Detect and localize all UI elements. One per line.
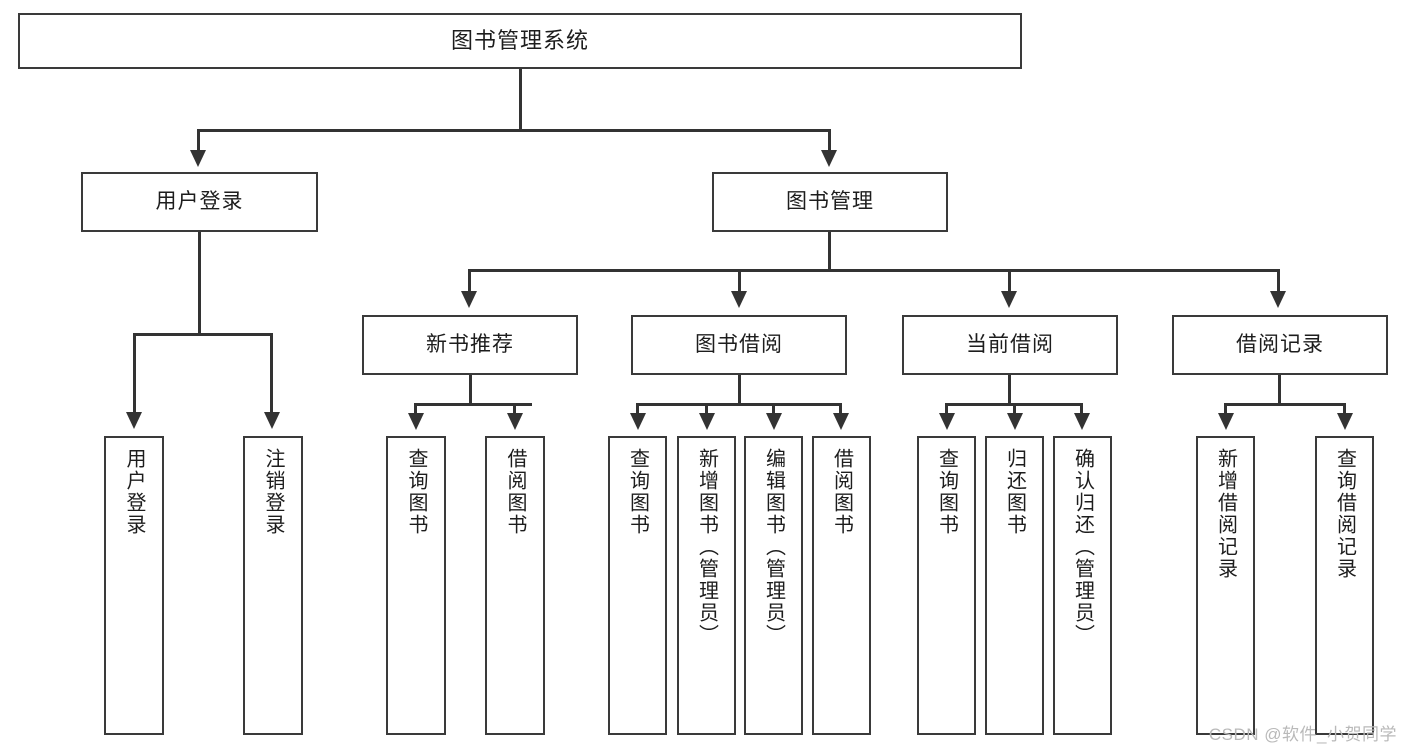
node-new-book-rec[interactable]: 新书推荐 xyxy=(362,315,578,375)
node-current-borrow[interactable]: 当前借阅 xyxy=(902,315,1118,375)
connector-borrow-record-bar xyxy=(1224,403,1343,406)
node-borrow-record[interactable]: 借阅记录 xyxy=(1172,315,1388,375)
arrowhead-borrow-record xyxy=(1270,291,1286,308)
node-borrow-edit-book[interactable]: 编辑图书（管理员） xyxy=(744,436,803,735)
node-label: 查询图书 xyxy=(935,448,958,536)
connector-user-login-stem xyxy=(198,232,201,336)
connector-borrow-record-child-2 xyxy=(1343,403,1346,415)
arrowhead-rec-query-book xyxy=(408,413,424,430)
node-user-login[interactable]: 用户登录 xyxy=(81,172,318,232)
node-book-borrow[interactable]: 图书借阅 xyxy=(631,315,847,375)
arrowhead-rec-borrow-book xyxy=(507,413,523,430)
connector-new-book-rec-child-2 xyxy=(513,403,516,415)
arrowhead-borrow-lend-book xyxy=(833,413,849,430)
connector-root-bar xyxy=(197,129,831,132)
arrowhead-borrow-add-book xyxy=(699,413,715,430)
connector-book-manage-bar xyxy=(468,269,1280,272)
node-label: 查询图书 xyxy=(405,448,427,536)
connector-user-login-child-1 xyxy=(133,333,136,414)
node-cur-query-book[interactable]: 查询图书 xyxy=(917,436,976,735)
node-borrow-lend-book[interactable]: 借阅图书 xyxy=(812,436,871,735)
connector-book-manage-stem xyxy=(828,232,831,272)
node-label: 借阅记录 xyxy=(1236,333,1324,357)
node-label: 确认归还（管理员） xyxy=(1071,448,1094,646)
connector-user-login-child-2 xyxy=(270,333,273,414)
node-label: 归还图书 xyxy=(1003,448,1026,536)
connector-book-manage-child-1 xyxy=(468,269,471,293)
node-rec-query-record[interactable]: 查询借阅记录 xyxy=(1315,436,1374,735)
arrowhead-cur-confirm-ret xyxy=(1074,413,1090,430)
connector-book-manage-child-4 xyxy=(1277,269,1280,293)
node-rec-query-book[interactable]: 查询图书 xyxy=(386,436,446,735)
connector-new-book-rec-stem xyxy=(469,375,472,406)
node-cur-return-book[interactable]: 归还图书 xyxy=(985,436,1044,735)
node-label: 当前借阅 xyxy=(966,333,1054,357)
arrowhead-borrow-query-book xyxy=(630,413,646,430)
connector-borrow-record-child-1 xyxy=(1224,403,1227,415)
node-rec-borrow-book[interactable]: 借阅图书 xyxy=(485,436,545,735)
connector-book-manage-child-2 xyxy=(738,269,741,293)
node-label: 用户登录 xyxy=(123,448,145,536)
node-label: 图书借阅 xyxy=(695,333,783,357)
connector-book-borrow-child-3 xyxy=(772,403,775,415)
connector-current-borrow-child-1 xyxy=(945,403,948,415)
connector-root-to-book-manage xyxy=(828,129,831,153)
node-user-login-do[interactable]: 用户登录 xyxy=(104,436,164,735)
connector-user-login-bar xyxy=(133,333,272,336)
connector-book-borrow-bar xyxy=(636,403,841,406)
node-user-logout[interactable]: 注销登录 xyxy=(243,436,303,735)
connector-new-book-rec-child-1 xyxy=(414,403,417,415)
node-label: 图书管理系统 xyxy=(450,27,589,53)
node-label: 新书推荐 xyxy=(426,333,514,357)
arrowhead-rec-add-record xyxy=(1218,413,1234,430)
arrowhead-user-logout xyxy=(264,412,280,429)
node-borrow-add-book[interactable]: 新增图书（管理员） xyxy=(677,436,736,735)
node-book-manage[interactable]: 图书管理 xyxy=(712,172,948,232)
node-label: 编辑图书（管理员） xyxy=(762,448,785,646)
node-rec-add-record[interactable]: 新增借阅记录 xyxy=(1196,436,1255,735)
connector-new-book-rec-bar xyxy=(414,403,532,406)
connector-current-borrow-stem xyxy=(1008,375,1011,406)
arrowhead-current-borrow xyxy=(1001,291,1017,308)
connector-book-borrow-child-1 xyxy=(636,403,639,415)
connector-borrow-record-stem xyxy=(1278,375,1281,406)
connector-book-manage-child-3 xyxy=(1008,269,1011,293)
node-cur-confirm-return[interactable]: 确认归还（管理员） xyxy=(1053,436,1112,735)
connector-book-borrow-child-2 xyxy=(705,403,708,415)
node-root-system[interactable]: 图书管理系统 xyxy=(18,13,1022,69)
arrowhead-book-manage xyxy=(821,150,837,167)
arrowhead-cur-query-book xyxy=(939,413,955,430)
node-label: 新增借阅记录 xyxy=(1214,448,1237,580)
arrowhead-new-book-rec xyxy=(461,291,477,308)
node-label: 借阅图书 xyxy=(830,448,853,536)
connector-book-borrow-child-4 xyxy=(839,403,842,415)
node-label: 新增图书（管理员） xyxy=(695,448,718,646)
node-label: 查询借阅记录 xyxy=(1333,448,1356,580)
arrowhead-book-borrow xyxy=(731,291,747,308)
node-borrow-query-book[interactable]: 查询图书 xyxy=(608,436,667,735)
node-label: 图书管理 xyxy=(786,190,874,214)
node-label: 用户登录 xyxy=(155,190,244,214)
arrowhead-borrow-edit-book xyxy=(766,413,782,430)
node-label: 注销登录 xyxy=(262,448,284,536)
connector-root-to-user-login xyxy=(197,129,200,153)
node-label: 查询图书 xyxy=(626,448,649,536)
arrowhead-user-login xyxy=(190,150,206,167)
connector-current-borrow-child-3 xyxy=(1080,403,1083,415)
arrowhead-user-login-do xyxy=(126,412,142,429)
connector-current-borrow-child-2 xyxy=(1013,403,1016,415)
arrowhead-cur-return-book xyxy=(1007,413,1023,430)
arrowhead-rec-query-record xyxy=(1337,413,1353,430)
csdn-watermark: CSDN @软件_小贺同学 xyxy=(1208,725,1397,744)
connector-book-borrow-stem xyxy=(738,375,741,406)
node-label: 借阅图书 xyxy=(504,448,526,536)
connector-root-stem xyxy=(519,69,522,131)
